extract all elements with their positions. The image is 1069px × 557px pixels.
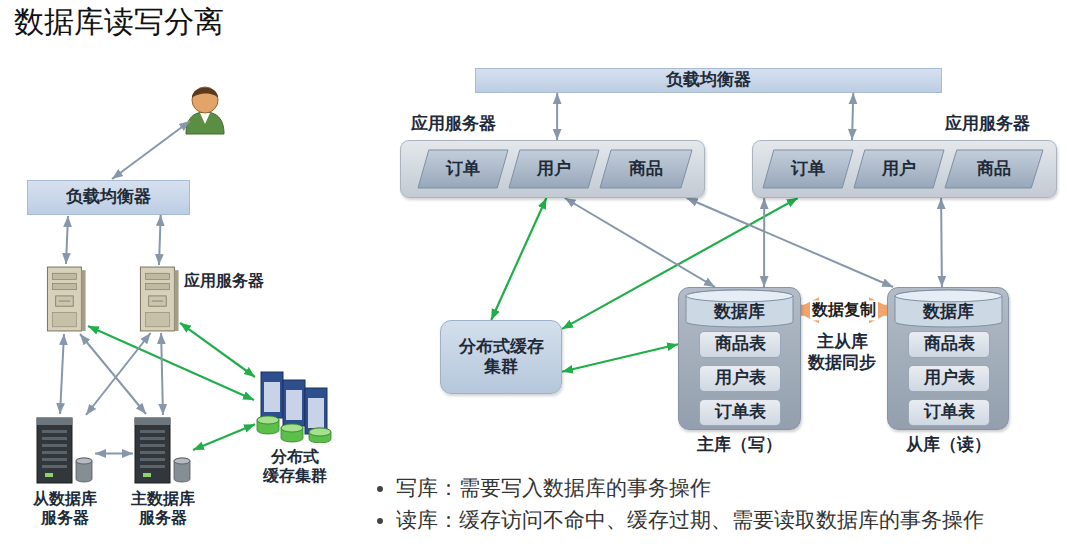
parallelogram-fill xyxy=(763,150,853,188)
table-box: 商品表 xyxy=(699,331,781,358)
user-head xyxy=(192,87,218,113)
node-text: 数据库 xyxy=(923,302,974,322)
node-heading: 从数据库 服务器 xyxy=(33,489,97,527)
database-cylinder: 数据库 xyxy=(686,290,793,327)
bullet-text: 写库：需要写入数据库的事务操作 xyxy=(396,475,711,501)
node-heading: 应用服务器 xyxy=(184,271,264,290)
node-text: 用户 xyxy=(882,159,916,179)
user-link-line xyxy=(112,121,190,179)
parallelogram-fill xyxy=(509,150,599,188)
bullet-dot xyxy=(377,518,383,524)
user-body xyxy=(186,112,224,134)
edge-label: 数据复制 xyxy=(810,301,878,320)
cylinder-top xyxy=(895,290,1002,302)
server-link-line xyxy=(80,334,146,414)
database-cylinder: 数据库 xyxy=(895,290,1002,327)
connector xyxy=(940,198,943,287)
parallelogram-fill xyxy=(854,150,944,188)
node-text: 订单表 xyxy=(715,402,766,422)
db-server-icon xyxy=(37,418,92,483)
node-heading: 主数据库 服务器 xyxy=(131,489,195,527)
connector xyxy=(159,215,161,265)
server-link-line xyxy=(66,216,68,264)
connector xyxy=(852,93,853,140)
connector xyxy=(161,333,163,415)
node-text: 负载均衡器 xyxy=(66,187,151,207)
node-text: 负载均衡器 xyxy=(666,70,751,90)
cylinder-top xyxy=(686,290,793,302)
node-text: 订单 xyxy=(446,159,480,179)
node-text: 商品表 xyxy=(715,334,766,354)
app-server-group: 应用服务器订单用户商品 xyxy=(400,140,705,198)
cache-connector xyxy=(180,323,255,377)
node-heading: 从库（读） xyxy=(906,435,991,455)
app-server: 应用服务器 xyxy=(138,265,180,333)
sync-note: 主从库 数据同步 xyxy=(808,331,876,374)
node-heading: 应用服务器 xyxy=(945,114,1030,134)
database-group: 从库（读）数据库商品表用户表订单表 xyxy=(887,287,1009,430)
user-icon xyxy=(186,87,224,134)
connector xyxy=(86,333,151,415)
connector xyxy=(95,453,133,455)
node-text: 用户表 xyxy=(715,368,766,388)
node-text: 商品 xyxy=(629,159,663,179)
connector xyxy=(763,198,765,287)
cache-connector xyxy=(193,424,255,450)
parallelogram-fill xyxy=(418,150,508,188)
connector xyxy=(565,198,715,287)
module-box: 商品 xyxy=(600,150,692,188)
cache-link-line xyxy=(88,326,254,400)
module-box: 商品 xyxy=(945,150,1043,188)
load-balancer: 负载均衡器 xyxy=(27,180,190,215)
table-box: 订单表 xyxy=(908,399,990,426)
node-text: 用户表 xyxy=(924,368,975,388)
node-heading: 应用服务器 xyxy=(411,114,496,134)
cylinder-body xyxy=(686,290,793,327)
node-heading: 主库（写） xyxy=(697,435,782,455)
table-box: 订单表 xyxy=(699,399,781,426)
page-title: 数据库读写分离 xyxy=(14,4,224,40)
table-box: 用户表 xyxy=(699,365,781,392)
slave-db-server: 从数据库 服务器 xyxy=(35,415,95,485)
module-box: 订单 xyxy=(418,150,508,188)
node-text: 商品表 xyxy=(924,334,975,354)
load-balancer: 负载均衡器 xyxy=(475,68,942,93)
database-group: 主库（写）数据库商品表用户表订单表 xyxy=(678,287,801,430)
bullet-dot xyxy=(377,486,383,492)
master-db-server: 主数据库 服务器 xyxy=(133,415,193,485)
user-collar xyxy=(200,113,210,124)
connector xyxy=(556,93,558,140)
cache-cluster: 分布式 缓存集群 xyxy=(255,368,335,443)
module-box: 订单 xyxy=(763,150,853,188)
cylinder-body xyxy=(895,290,1002,327)
app-server-group: 应用服务器订单用户商品 xyxy=(752,140,1057,198)
node-text: 订单表 xyxy=(924,402,975,422)
table-box: 用户表 xyxy=(908,365,990,392)
bullet-text: 读库：缓存访问不命中、缓存过期、需要读取数据库的事务操作 xyxy=(396,507,984,533)
cache-connector xyxy=(491,198,546,320)
user-hair xyxy=(192,88,218,99)
node-text: 用户 xyxy=(537,159,571,179)
module-box: 用户 xyxy=(854,150,944,188)
node-text: 订单 xyxy=(791,159,825,179)
app-server-icon xyxy=(140,267,178,331)
node-text: 分布式缓存 集群 xyxy=(459,337,544,378)
parallelogram-fill xyxy=(945,150,1043,188)
node-heading: 分布式 缓存集群 xyxy=(263,447,327,485)
node-text: 商品 xyxy=(977,159,1011,179)
parallelogram-fill xyxy=(600,150,692,188)
cache-cluster-icon xyxy=(257,372,331,443)
cache-cluster: 分布式缓存 集群 xyxy=(440,320,562,394)
db-server-icon xyxy=(135,418,190,483)
server-link-line xyxy=(60,334,64,414)
module-box: 用户 xyxy=(509,150,599,188)
connector xyxy=(687,198,893,287)
cache-connector xyxy=(562,344,678,372)
node-text: 数据库 xyxy=(714,302,765,322)
app-server-icon xyxy=(47,267,85,331)
table-box: 商品表 xyxy=(908,331,990,358)
